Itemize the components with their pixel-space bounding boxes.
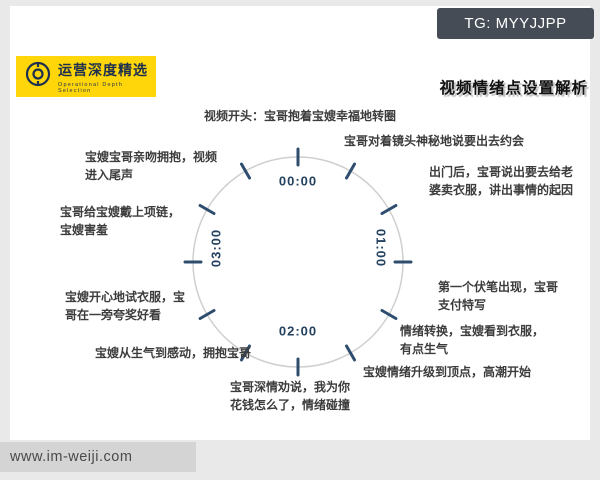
clock-label-0200: 02:00 <box>278 323 318 339</box>
clock-label-0300: 03:00 <box>208 228 224 268</box>
clock-label-0000: 00:00 <box>278 173 318 189</box>
annotation-persuasion: 宝哥深情劝说，我为你 花钱怎么了，情绪碰撞 <box>230 380 351 412</box>
annotation-cause: 出门后，宝哥说出要去给老 婆卖衣服，讲出事情的起因 <box>429 165 574 197</box>
logo-subtitle: Operational Depth Selection <box>58 81 124 94</box>
annotation-ending: 宝嫂宝哥亲吻拥抱，视频 进入尾声 <box>85 150 218 182</box>
annotation-mystery-date: 宝哥对着镜头神秘地说要出去约会 <box>344 134 525 148</box>
annotation-emotion-shift: 情绪转换，宝嫂看到衣服， 有点生气 <box>400 324 545 356</box>
tg-contact-text: TG: MYYJJPP <box>464 15 567 32</box>
annotation-necklace: 宝哥给宝嫂戴上项链， 宝嫂害羞 <box>60 205 181 237</box>
logo-icon <box>24 60 52 93</box>
annotation-try-clothes: 宝嫂开心地试衣服，宝 哥在一旁夸奖好看 <box>65 290 186 322</box>
annotation-anger-to-moved: 宝嫂从生气到感动，拥抱宝哥 <box>95 346 252 360</box>
clock-label-0100: 01:00 <box>373 228 389 268</box>
logo-title: 运营深度精选 <box>58 61 148 78</box>
annotation-climax: 宝嫂情绪升级到顶点，高潮开始 <box>363 365 532 379</box>
tick-marks <box>183 147 413 377</box>
watermark: www.im-weiji.com <box>0 442 196 472</box>
tg-contact-badge: TG: MYYJJPP <box>437 8 594 39</box>
brand-logo: 运营深度精选 Operational Depth Selection <box>16 56 156 97</box>
logo-text: 运营深度精选 Operational Depth Selection <box>58 60 148 94</box>
page-title: 视频情绪点设置解析 <box>439 80 588 97</box>
annotation-foreshadow: 第一个伏笔出现，宝哥 支付特写 <box>438 280 559 312</box>
watermark-text: www.im-weiji.com <box>10 449 133 465</box>
annotation-video-start: 视频开头：宝哥抱着宝嫂幸福地转圈 <box>203 109 397 123</box>
